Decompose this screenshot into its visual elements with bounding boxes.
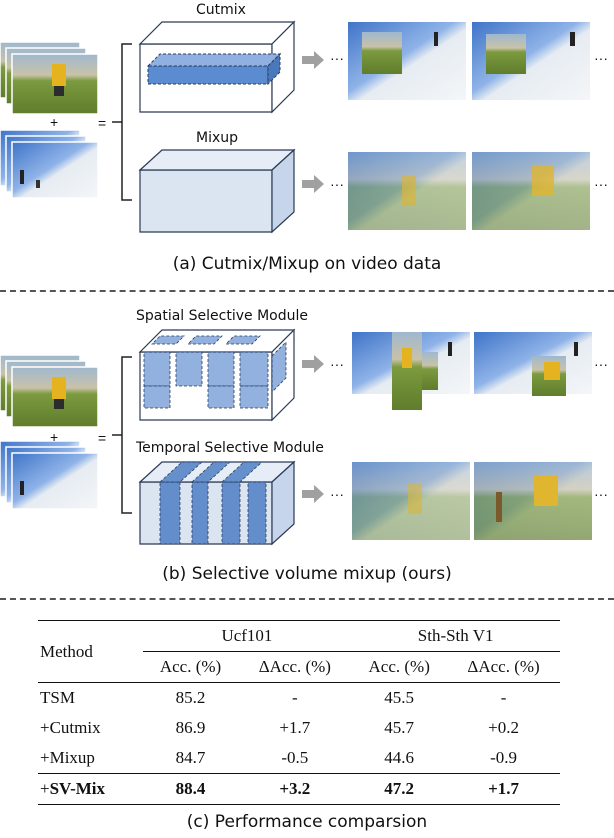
- ellipsis: ···: [330, 486, 344, 502]
- method-cell: +Mixup: [40, 748, 95, 767]
- temporal-module-label: Temporal Selective Module: [136, 440, 324, 456]
- mixup-label: Mixup: [196, 130, 239, 146]
- value-cell: 88.4: [143, 774, 239, 805]
- value-cell: 45.7: [384, 718, 415, 737]
- cutmix-result-frame-1: [348, 22, 466, 100]
- performance-table: Method Ucf101 Sth-Sth V1 Acc. (%) ΔAcc. …: [38, 620, 560, 805]
- value-cell: 86.9: [175, 718, 206, 737]
- spatial-selective-cube: [138, 328, 296, 422]
- ellipsis: ···: [594, 50, 608, 66]
- equals-sign: =: [98, 430, 107, 446]
- ellipsis: ···: [330, 50, 344, 66]
- table-row: +Mixup 84.7 -0.5 44.6 -0.9: [38, 743, 560, 774]
- sub-header: Acc. (%): [159, 657, 222, 676]
- value-text: +1.7: [488, 779, 519, 798]
- table-row: TSM 85.2 - 45.5 -: [38, 682, 560, 714]
- ellipsis: ···: [330, 356, 344, 372]
- value-cell: -0.5: [281, 748, 309, 767]
- divider: [0, 598, 614, 600]
- method-prefix: +: [40, 779, 50, 798]
- equals-sign: =: [98, 115, 107, 131]
- plus-sign: +: [50, 429, 59, 445]
- temporal-selective-cube: [138, 460, 296, 546]
- sub-header: ΔAcc. (%): [467, 657, 540, 676]
- value-cell: +0.2: [488, 718, 519, 737]
- input-video-stacks: [0, 355, 99, 510]
- mixup-cube: [138, 148, 296, 234]
- spatial-result-frame-1: [352, 332, 470, 410]
- ellipsis: ···: [594, 486, 608, 502]
- value-cell: 45.5: [384, 688, 415, 707]
- input-video-stacks: [0, 42, 99, 199]
- value-cell: -0.9: [490, 748, 517, 767]
- ellipsis: ···: [594, 356, 608, 372]
- value-text: 88.4: [175, 779, 206, 798]
- table-row: +Cutmix 86.9 +1.7 45.7 +0.2: [38, 713, 560, 743]
- panel-c-caption: (c) Performance comparsion: [186, 812, 428, 832]
- arrow-icon: [302, 485, 324, 503]
- cutmix-result-frame-2: [472, 22, 590, 100]
- panel-a-caption: (a) Cutmix/Mixup on video data: [172, 254, 442, 274]
- plus-sign: +: [50, 114, 59, 130]
- spatial-result-frame-2: [474, 332, 592, 396]
- value-cell: -: [292, 688, 298, 707]
- ellipsis: ···: [330, 176, 344, 192]
- value-cell: 84.7: [175, 748, 206, 767]
- spatial-module-label: Spatial Selective Module: [136, 308, 308, 324]
- bracket: [112, 43, 132, 201]
- method-name: SV-Mix: [49, 779, 105, 798]
- group-header-sthsth: Sth-Sth V1: [351, 620, 560, 652]
- value-cell: +3.2: [238, 774, 351, 805]
- method-header: Method: [40, 641, 93, 661]
- method-cell: +SV-Mix: [38, 774, 143, 805]
- arrow-icon: [302, 355, 324, 373]
- bracket: [112, 356, 132, 514]
- sub-header: Acc. (%): [368, 657, 430, 676]
- value-text: 47.2: [384, 779, 415, 798]
- temporal-result-frame-2: [474, 462, 592, 540]
- divider: [0, 290, 614, 292]
- group-header-ucf101: Ucf101: [142, 620, 352, 652]
- value-cell: 44.6: [384, 748, 415, 767]
- mixup-result-frame-1: [348, 152, 466, 230]
- value-cell: 85.2: [175, 688, 206, 707]
- sub-header: ΔAcc. (%): [258, 657, 331, 676]
- value-cell: -: [500, 688, 507, 707]
- temporal-result-frame-1: [352, 462, 470, 540]
- value-cell: 47.2: [351, 774, 447, 805]
- cutmix-label: Cutmix: [196, 2, 246, 18]
- method-cell: TSM: [40, 688, 75, 707]
- arrow-icon: [302, 51, 324, 69]
- panel-b-caption: (b) Selective volume mixup (ours): [162, 564, 452, 584]
- value-cell: +1.7: [447, 774, 560, 805]
- value-text: +3.2: [279, 779, 311, 798]
- mixup-result-frame-2: [472, 152, 590, 230]
- value-cell: +1.7: [279, 718, 311, 737]
- cutmix-cube: [138, 20, 296, 114]
- ellipsis: ···: [594, 176, 608, 192]
- method-cell: +Cutmix: [40, 718, 101, 737]
- table-row-ours: +SV-Mix 88.4 +3.2 47.2 +1.7: [38, 773, 560, 805]
- arrow-icon: [302, 175, 324, 193]
